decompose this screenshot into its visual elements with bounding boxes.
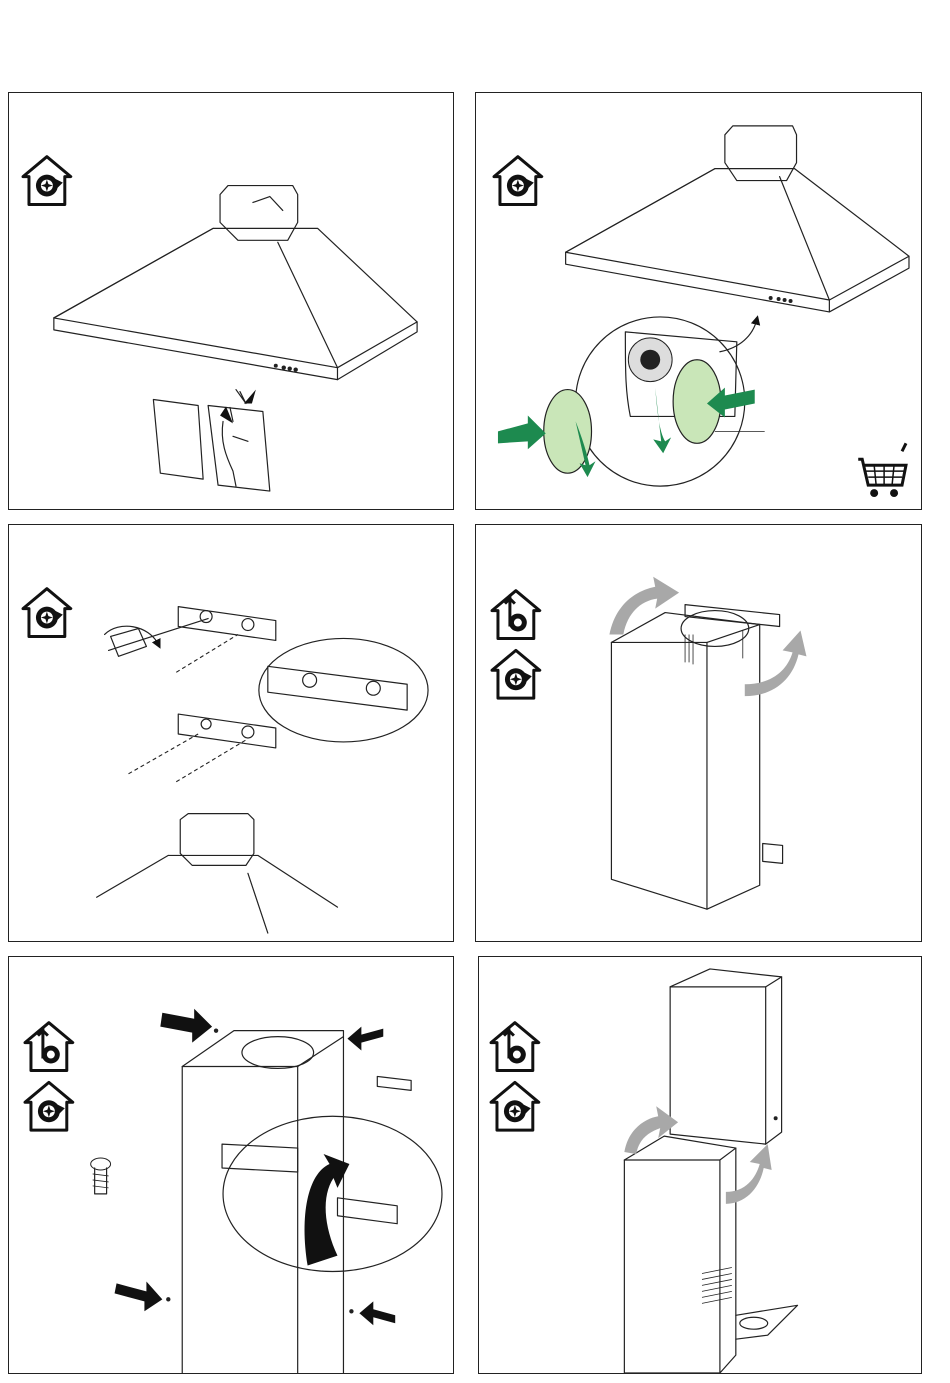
panel-bracket-assembly	[8, 524, 454, 942]
panel-chimney-screws	[8, 956, 454, 1374]
chimney-drawing	[609, 577, 806, 909]
extraction-mode-icon	[491, 1023, 539, 1071]
hood-top-drawing	[97, 814, 338, 933]
recirculation-mode-icon	[25, 1082, 73, 1130]
extraction-mode-icon	[492, 591, 540, 639]
shopping-cart-icon	[858, 443, 906, 497]
blower-with-carbon-filters	[498, 317, 765, 486]
panel-carbon-filters	[475, 92, 922, 510]
grease-filters-drawing	[153, 390, 269, 492]
extraction-mode-icon	[25, 1023, 73, 1071]
recirculation-mode-icon	[23, 589, 71, 637]
recirculation-mode-icon	[491, 1082, 539, 1130]
recirculation-mode-icon	[494, 157, 542, 205]
panel-hood-filters	[8, 92, 454, 510]
panel-chimney-sections	[478, 956, 922, 1374]
cooker-hood-drawing	[54, 186, 417, 380]
bracket-and-screwdriver-drawing	[105, 607, 428, 782]
panel-chimney-brackets	[475, 524, 922, 942]
screw-icon	[91, 1158, 111, 1194]
upper-chimney-drawing	[670, 969, 781, 1144]
recirculation-mode-icon	[492, 650, 540, 698]
lower-chimney-drawing	[624, 1106, 797, 1373]
cooker-hood-drawing	[566, 126, 909, 352]
recirculation-mode-icon	[23, 157, 71, 205]
chimney-drawing	[115, 1009, 442, 1373]
